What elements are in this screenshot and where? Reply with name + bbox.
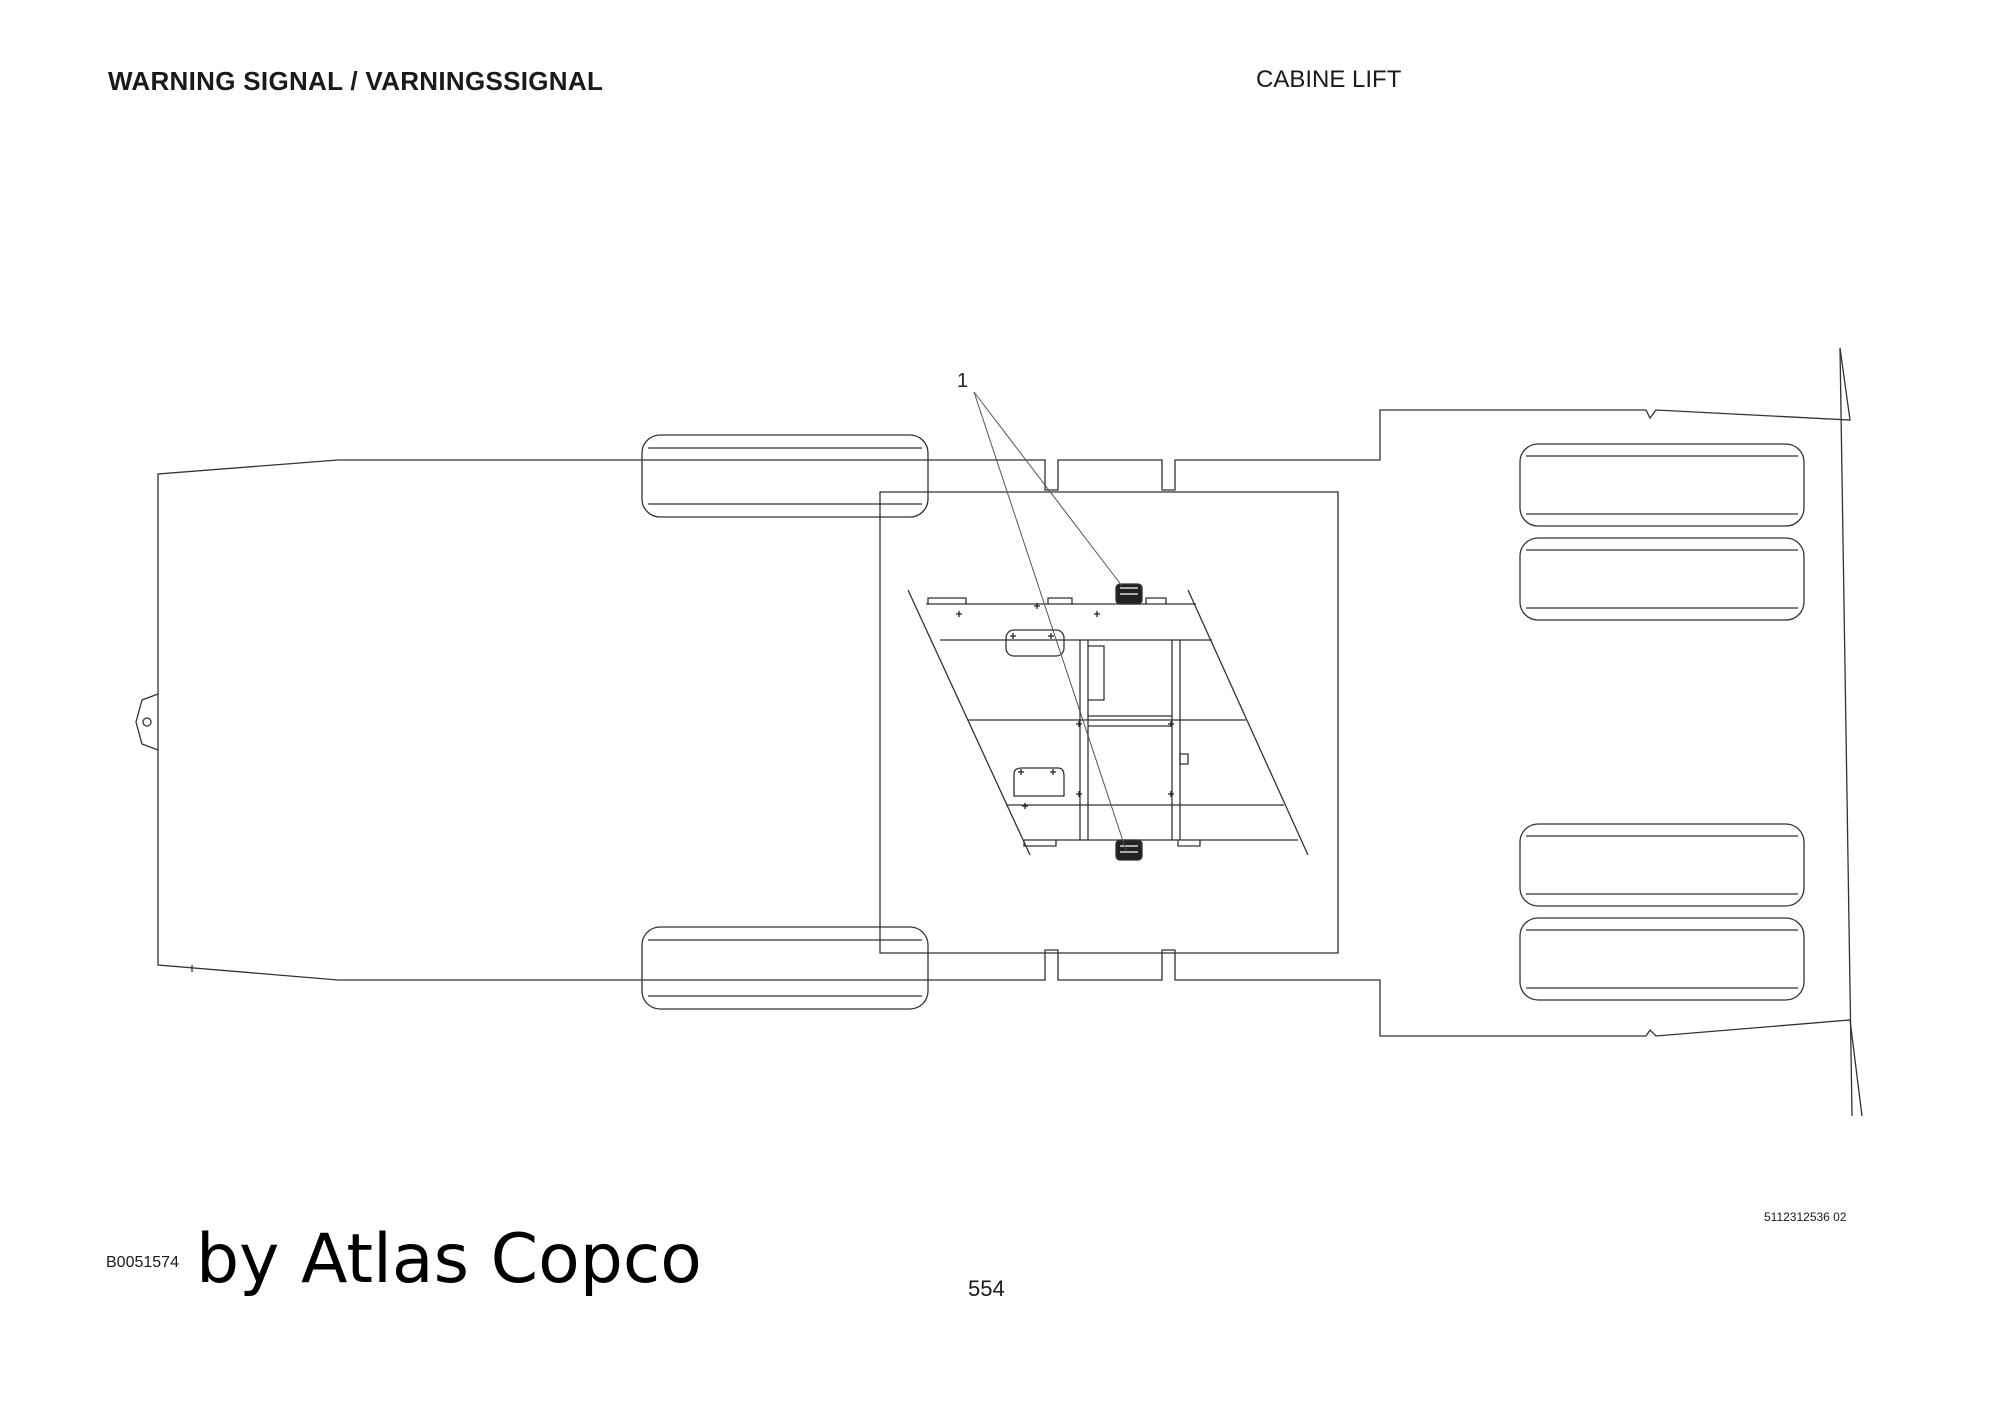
front-frame-outline — [158, 460, 1862, 1116]
front-tire-upper — [642, 435, 928, 517]
cabin-platform — [880, 492, 1338, 953]
warning-signal-lower — [1116, 840, 1142, 860]
callout-leaders — [974, 392, 1126, 850]
tow-hitch — [136, 694, 158, 750]
warning-signal-upper — [1116, 584, 1142, 604]
rear-tire-4 — [1520, 918, 1804, 1000]
rear-tire-2 — [1520, 538, 1804, 620]
front-tire-lower — [642, 927, 928, 1009]
document-number: 5112312536 02 — [1764, 1210, 1847, 1224]
section-title: CABINE LIFT — [1256, 66, 1402, 93]
front-frame-top-outline — [338, 348, 1850, 490]
bolt-markers — [956, 603, 1174, 809]
page-number: 554 — [968, 1276, 1005, 1301]
tow-hitch-pin — [143, 718, 151, 726]
page-title: WARNING SIGNAL / VARNINGSSIGNAL — [108, 66, 604, 96]
brand-text: by Atlas Copco — [196, 1220, 702, 1299]
drawing-id: B0051574 — [106, 1254, 179, 1271]
rear-edge-line — [1840, 348, 1852, 1116]
rear-tire-1 — [1520, 444, 1804, 526]
callout-label-1: 1 — [957, 370, 968, 392]
rear-tire-3 — [1520, 824, 1804, 906]
cabin-lift-frame — [908, 590, 1308, 855]
